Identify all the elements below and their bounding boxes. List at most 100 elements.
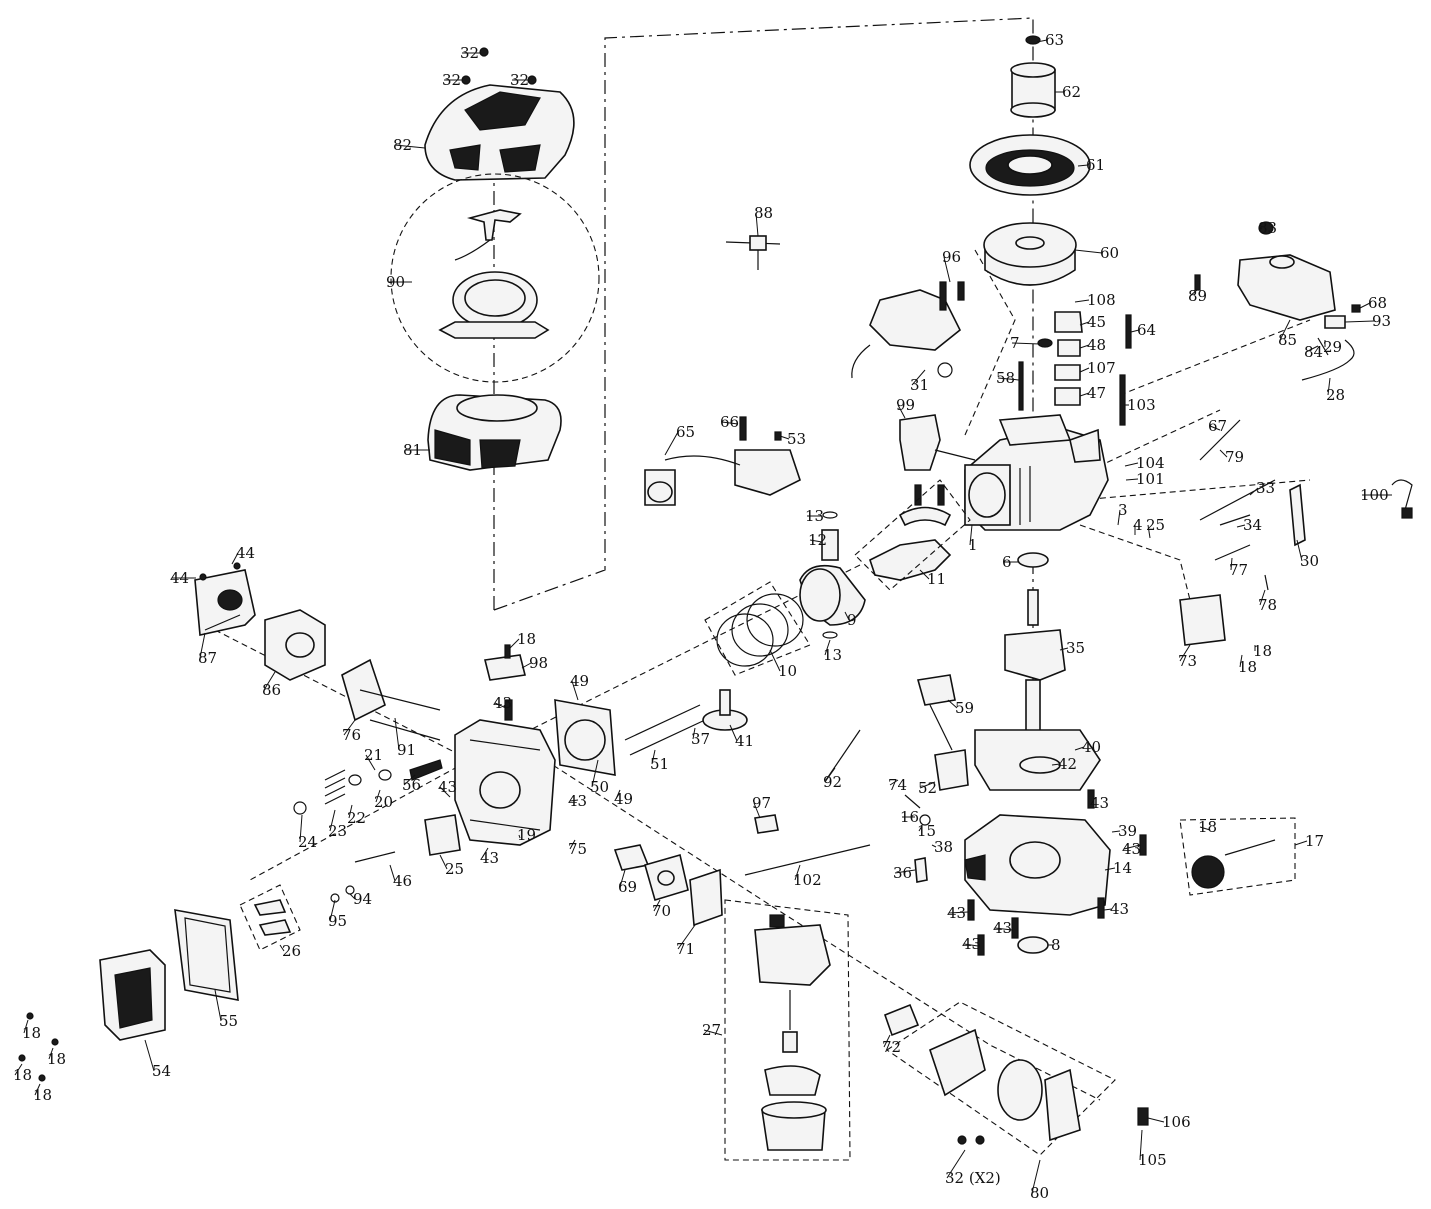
muffler-shield-87 (194, 562, 256, 636)
leader-line-c52 (919, 781, 936, 789)
leader-line-c21 (365, 754, 376, 771)
misc-parts (754, 729, 931, 883)
leader-line-c47 (1079, 392, 1090, 397)
top-cover-82 (424, 47, 575, 181)
leader-line-c43c (569, 799, 579, 802)
callout-c46: 46 (393, 872, 412, 890)
leader-line-c64 (1130, 329, 1140, 333)
callout-c106: 106 (1162, 1113, 1191, 1131)
leader-line-c72 (883, 1034, 891, 1048)
callout-c65: 65 (676, 423, 695, 441)
callout-c52: 52 (918, 779, 937, 797)
callout-c81: 81 (403, 441, 422, 459)
head-gasket-50 (554, 699, 616, 776)
bearing-8 (1017, 936, 1049, 954)
callout-c18a: 18 (1238, 658, 1257, 676)
leader-line-c66 (721, 421, 739, 425)
leader-line-c3 (1117, 509, 1121, 526)
fuel-tank-85 (1194, 221, 1361, 381)
callout-c18c: 18 (517, 630, 536, 648)
callout-c9: 9 (847, 611, 857, 629)
callout-c17: 17 (1305, 832, 1324, 850)
callout-c50: 50 (590, 778, 609, 796)
callout-c40: 40 (1082, 738, 1101, 756)
callout-c62: 62 (1062, 83, 1081, 101)
callout-c33: 33 (1256, 479, 1275, 497)
callout-c32b: 32 (442, 71, 461, 89)
crankcase-gasket-40 (974, 729, 1101, 791)
leader-line-c67 (1209, 425, 1221, 431)
callout-c95: 95 (328, 912, 347, 930)
callout-c83: 83 (1258, 219, 1277, 237)
piston-pin-12 (821, 511, 839, 639)
leader-line-c30 (1296, 539, 1303, 562)
callout-c18g: 18 (13, 1066, 32, 1084)
callout-c4: 4 (1133, 516, 1143, 534)
callout-c48: 48 (1087, 336, 1106, 354)
leader-line-c22 (348, 804, 353, 819)
leader-line-c75 (569, 839, 576, 850)
leader-line-c18f (48, 1047, 54, 1060)
callout-c15: 15 (917, 822, 936, 840)
callout-c18d: 18 (1198, 818, 1217, 836)
leader-line-c11 (919, 569, 930, 580)
leader-line-c53 (779, 435, 790, 440)
bolts-43 (967, 789, 1147, 956)
callout-c43f: 43 (1122, 840, 1141, 858)
studs-91 (359, 689, 441, 741)
leader-line-c37 (692, 727, 696, 740)
leader-line-c25a (1147, 524, 1151, 539)
leader-line-c101 (1125, 478, 1139, 481)
leader-line-c14 (1104, 867, 1116, 871)
callout-c79: 79 (1225, 448, 1244, 466)
muffler-86 (264, 609, 326, 681)
crankcase-cover-14 (964, 814, 1111, 916)
air-filter-80 (886, 1001, 1116, 1156)
leader-line-c106 (1147, 1117, 1165, 1123)
callout-c67: 67 (1208, 417, 1227, 435)
leader-line-c84 (1305, 345, 1319, 353)
callout-c73: 73 (1178, 652, 1197, 670)
rocker-bracket-25 (424, 814, 461, 856)
leader-line-c35 (1059, 647, 1069, 651)
leader-line-c73 (1179, 644, 1191, 662)
callout-c43c: 43 (568, 792, 587, 810)
leader-line-c77 (1230, 557, 1233, 571)
callout-c98: 98 (529, 654, 548, 672)
leader-line-c46 (389, 864, 396, 882)
callout-c96: 96 (942, 248, 961, 266)
callout-c10: 10 (778, 662, 797, 680)
leader-line-c65 (664, 431, 679, 456)
leader-line-c76 (343, 719, 356, 736)
callout-c43j: 43 (993, 919, 1012, 937)
leader-line-c79 (1219, 449, 1228, 458)
leader-line-c88 (755, 212, 759, 237)
leader-line-c43j (994, 927, 1013, 931)
cylinder-block-1 (964, 414, 1109, 531)
insulator-70 (644, 853, 689, 902)
leader-line-c43f (1123, 844, 1141, 850)
callout-c51: 51 (650, 755, 669, 773)
callout-c35: 35 (1066, 639, 1085, 657)
callout-c49b: 49 (614, 790, 633, 808)
callout-c75: 75 (568, 840, 587, 858)
callout-c108: 108 (1087, 291, 1116, 309)
callout-c94: 94 (353, 890, 372, 908)
callout-c85: 85 (1278, 331, 1297, 349)
callout-c27: 27 (702, 1021, 721, 1039)
leader-line-c87 (199, 632, 206, 659)
callout-c39: 39 (1118, 822, 1137, 840)
leader-line-c34 (1236, 524, 1246, 528)
leader-line-c85 (1279, 319, 1291, 341)
callout-c61: 61 (1086, 156, 1105, 174)
callout-c44a: 44 (236, 544, 255, 562)
leader-line-c1 (969, 524, 973, 546)
cam-gear-41 (702, 689, 748, 731)
leader-line-c24 (299, 814, 303, 843)
callout-c103: 103 (1127, 396, 1156, 414)
callout-c90: 90 (386, 273, 405, 291)
callout-c12: 12 (808, 531, 827, 549)
leader-line-c63 (1036, 39, 1048, 43)
callout-c88: 88 (754, 204, 773, 222)
leader-line-c43e (1091, 799, 1095, 804)
